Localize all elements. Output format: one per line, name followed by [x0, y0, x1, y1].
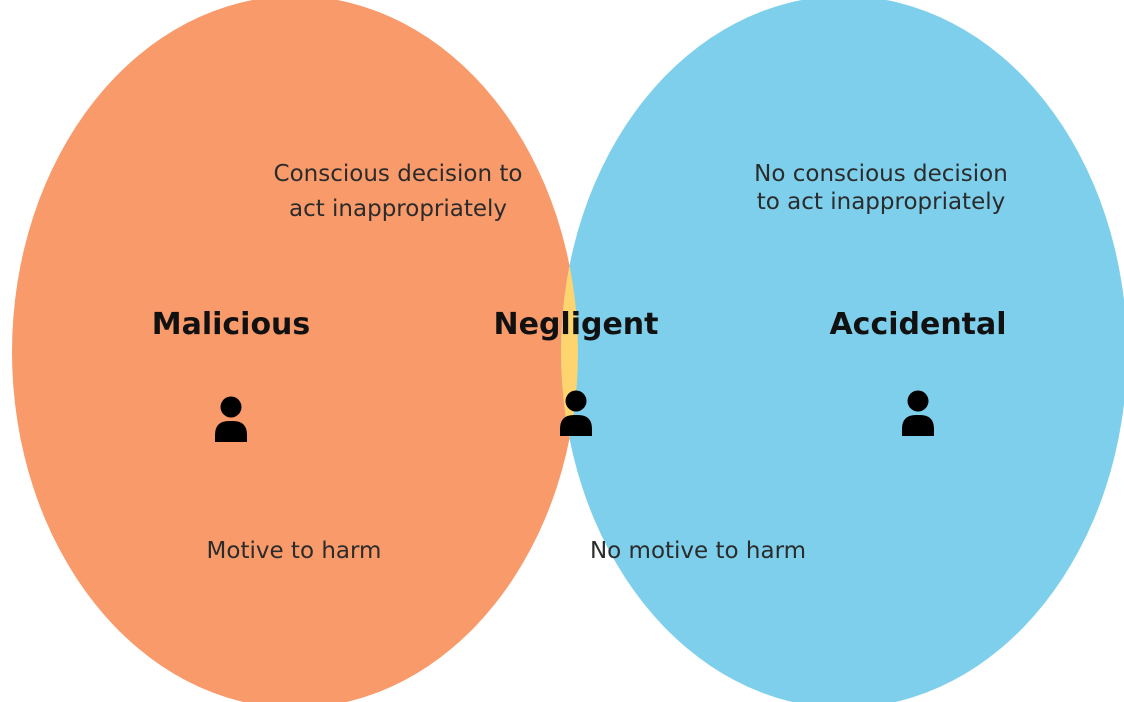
shared-bottom-text: No motive to harm: [590, 538, 806, 564]
right-circle: [561, 0, 1124, 702]
left-description-line2: act inappropriately: [289, 196, 507, 222]
left-circle: [12, 0, 578, 702]
accidental-label: Accidental: [829, 307, 1006, 342]
person-icon: [902, 390, 934, 436]
negligent-label: Negligent: [493, 307, 658, 342]
right-description-line1: No conscious decision: [754, 161, 1008, 187]
left-bottom-text: Motive to harm: [207, 538, 382, 564]
right-description-line2: to act inappropriately: [757, 189, 1005, 215]
left-description-line1: Conscious decision to: [274, 161, 523, 187]
malicious-label: Malicious: [152, 307, 311, 342]
person-icon: [215, 396, 247, 442]
person-icon: [560, 390, 592, 436]
